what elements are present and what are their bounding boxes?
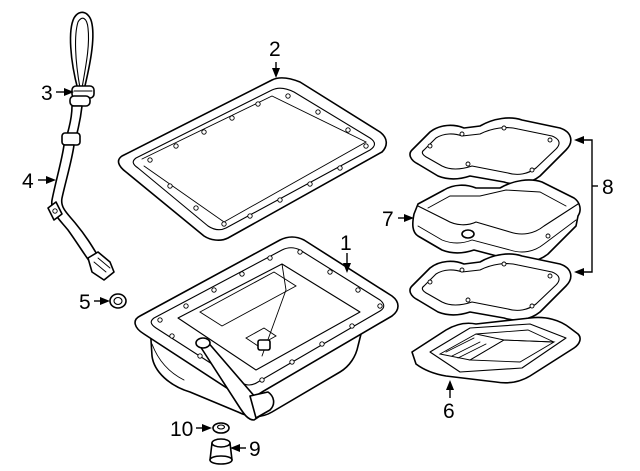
drain-plug (209, 438, 233, 465)
dipstick-assembly (47, 11, 127, 309)
callout-10: 10 (170, 418, 193, 441)
leader-lines (38, 62, 598, 452)
o-ring (109, 293, 127, 309)
dipstick-seal (69, 85, 95, 107)
pan-gasket (117, 77, 388, 241)
callout-4: 4 (22, 170, 34, 193)
callout-2: 2 (269, 38, 281, 61)
oil-pan (134, 236, 399, 421)
callout-5: 5 (79, 291, 91, 314)
filter-pickup (461, 229, 475, 239)
callout-6: 6 (443, 400, 455, 423)
dipstick-tube (50, 144, 99, 263)
drain-washer (212, 422, 230, 434)
callout-1: 1 (340, 232, 352, 255)
filter-gasket-upper (409, 117, 572, 185)
callout-8: 8 (602, 176, 614, 199)
callout-7: 7 (382, 208, 394, 231)
callout-labels: 1 2 3 4 5 6 7 8 9 10 (22, 38, 614, 461)
tube-clamp (61, 132, 81, 146)
pan-magnet (257, 339, 271, 351)
gasket-bolt-holes (147, 93, 369, 227)
filter-gasket-lower (409, 253, 572, 321)
tube-fitting (87, 251, 115, 281)
transmission-filter (412, 179, 581, 263)
callout-3: 3 (41, 82, 53, 105)
dipstick-loop (69, 11, 94, 91)
callout-9: 9 (249, 438, 261, 461)
filter-screen (411, 316, 581, 384)
